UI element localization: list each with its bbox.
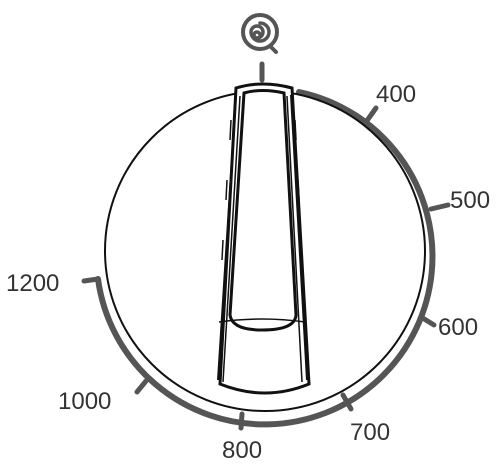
grip-dash-left-3 <box>221 239 224 261</box>
scale-label-800: 800 <box>222 437 262 462</box>
scale-tick-800 <box>238 411 245 431</box>
scale-ticks <box>81 105 451 431</box>
knob-grip[interactable] <box>217 82 311 395</box>
scale-tick-1000 <box>134 378 149 395</box>
grip-dash-left-2 <box>225 179 228 201</box>
spiral-icon <box>241 13 279 54</box>
grip-right-ridge-2 <box>286 95 303 383</box>
scale-tick-700 <box>340 392 354 412</box>
grip-base-band <box>218 318 306 323</box>
scale-label-700: 700 <box>350 419 390 446</box>
scale-tick-1200 <box>81 276 101 284</box>
grip-dash-right-3 <box>300 239 303 261</box>
scale-label-400: 400 <box>376 81 416 108</box>
grip-dash-right-1 <box>294 119 297 141</box>
scale-tick-400 <box>363 105 379 125</box>
scale-tick-500 <box>428 202 451 212</box>
scale-label-1000: 1000 <box>58 388 111 415</box>
scale-tick-600 <box>418 314 437 328</box>
grip-right-ridge <box>290 94 308 381</box>
scale-arc <box>95 89 436 428</box>
scale-label-500: 500 <box>450 187 490 214</box>
grip-inner <box>228 89 298 332</box>
grip-dash-left-1 <box>229 119 232 141</box>
scale-label-1200: 1200 <box>6 270 59 297</box>
grip-left-ridge <box>217 94 237 381</box>
grip-left-ridge-2 <box>222 95 241 383</box>
scale-label-600: 600 <box>438 314 478 341</box>
grip-dash-right-2 <box>297 179 300 201</box>
